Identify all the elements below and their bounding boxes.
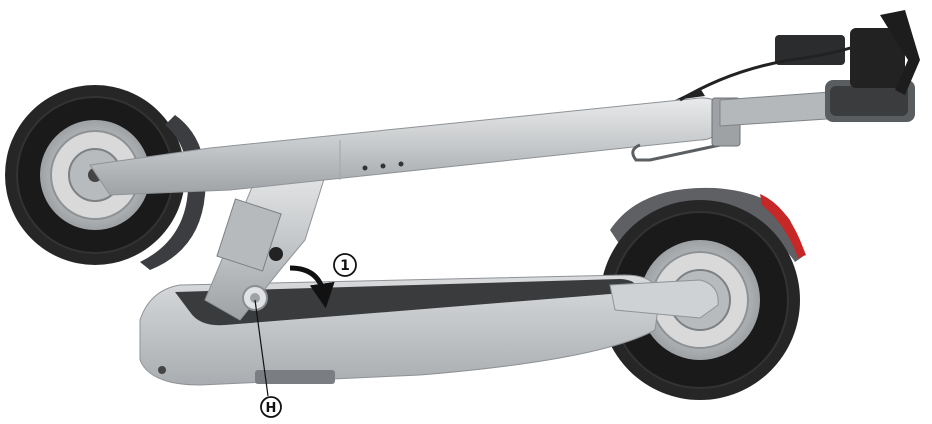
step-number: 1 — [340, 258, 350, 274]
deck — [139, 274, 661, 386]
handlebar — [675, 10, 920, 127]
part-letter: H — [266, 401, 277, 416]
brake-lever-housing — [850, 28, 905, 88]
brake-cable — [679, 43, 861, 102]
rear-swing-arm — [609, 279, 719, 319]
leader-line — [254, 299, 269, 397]
latch-pin — [242, 285, 268, 311]
deck-grip-tape — [175, 279, 636, 326]
part-callout: H — [254, 299, 282, 418]
step-callout: 1 — [333, 253, 357, 277]
rear-fender — [610, 187, 805, 262]
brake-lever — [880, 10, 920, 95]
front-wheel — [5, 85, 185, 265]
display-unit — [775, 35, 845, 65]
rear-light — [760, 194, 806, 258]
fold-direction-arrow — [289, 265, 335, 309]
stem-hook — [631, 143, 721, 162]
deck-side-slot — [255, 370, 335, 384]
fold-plate — [216, 198, 282, 272]
fold-lever-knob — [269, 247, 283, 261]
